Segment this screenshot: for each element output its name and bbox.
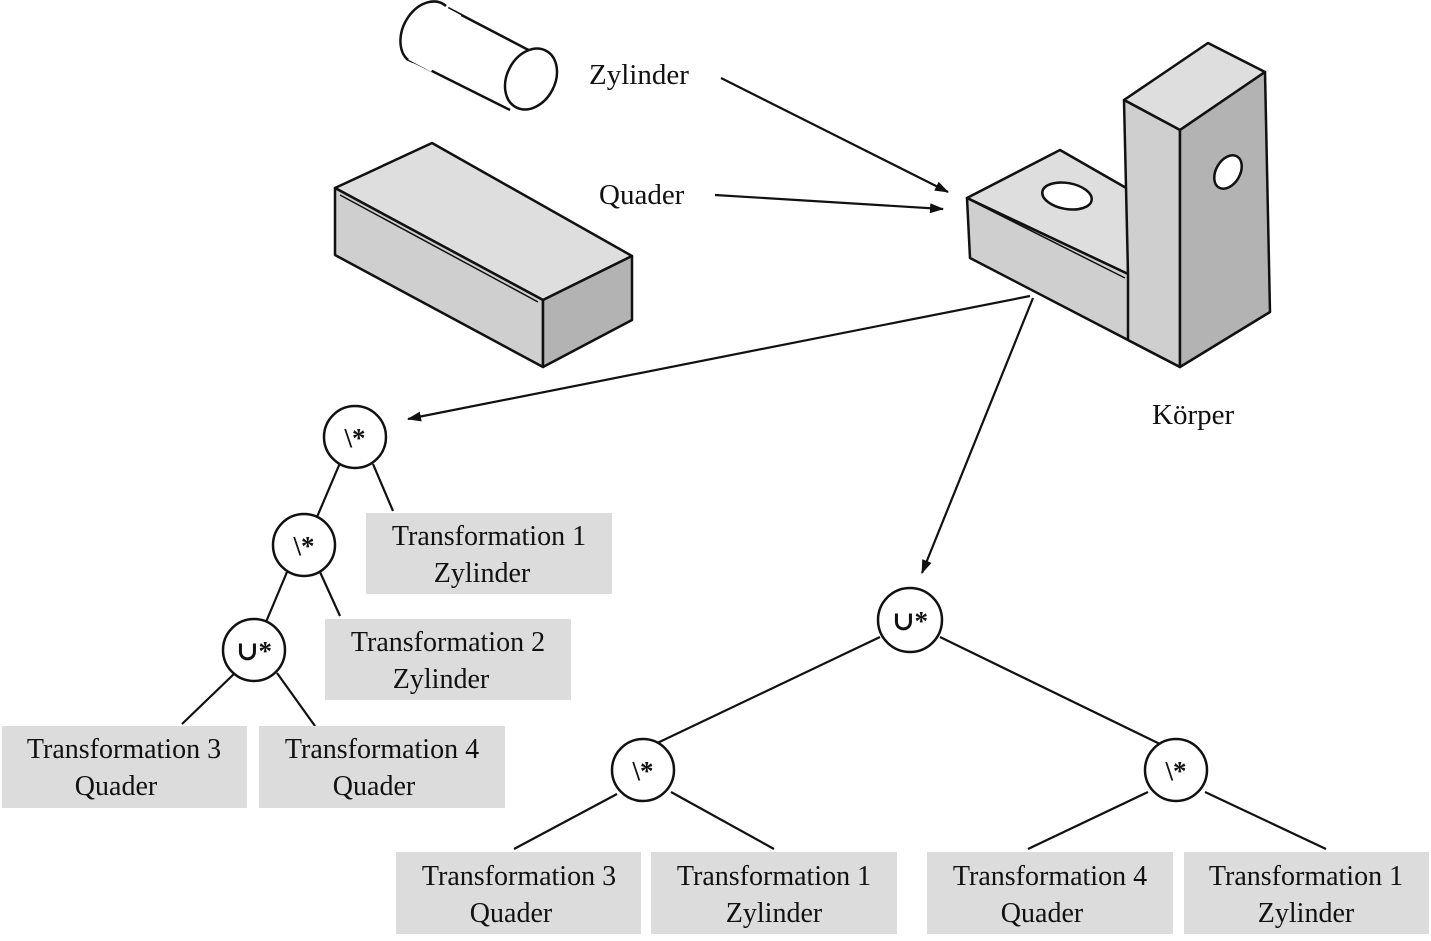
svg-text:Transformation 4: Transformation 4 xyxy=(285,734,479,765)
label-arrows xyxy=(407,77,1035,574)
leaf-r4: Transformation 1 Zylinder xyxy=(1184,852,1429,934)
svg-text:Quader: Quader xyxy=(470,898,553,929)
operator-right-root: ∪* xyxy=(876,586,944,654)
svg-text:Quader: Quader xyxy=(333,771,416,802)
svg-text:\*: \* xyxy=(343,423,365,453)
arrow-right-tree xyxy=(920,297,1035,574)
label-quader: Quader xyxy=(599,179,685,211)
tree-edges xyxy=(181,462,1327,850)
svg-text:\*: \* xyxy=(631,756,653,786)
svg-text:Transformation 2: Transformation 2 xyxy=(351,627,545,658)
operator-left-low: ∪* xyxy=(221,617,287,683)
leaf-l1: Transformation 1 Zylinder xyxy=(366,513,612,594)
operator-left-mid: \* xyxy=(271,512,337,578)
svg-text:Transformation 1: Transformation 1 xyxy=(1209,861,1403,892)
svg-text:\*: \* xyxy=(1164,756,1186,786)
svg-text:Zylinder: Zylinder xyxy=(393,664,490,695)
svg-text:Transformation 4: Transformation 4 xyxy=(953,861,1147,892)
arrow-quader xyxy=(714,193,944,214)
svg-text:∪*: ∪* xyxy=(892,606,928,636)
body-shape xyxy=(965,41,1272,369)
label-koerper: Körper xyxy=(1152,399,1234,431)
arrow-zylinder xyxy=(720,77,949,193)
svg-text:Zylinder: Zylinder xyxy=(726,898,823,929)
leaf-l2: Transformation 2 Zylinder xyxy=(325,619,571,700)
svg-text:∪*: ∪* xyxy=(236,636,272,666)
arrow-left-tree xyxy=(407,294,1031,422)
cylinder-shape xyxy=(386,0,559,112)
svg-text:Quader: Quader xyxy=(75,771,158,802)
svg-text:Transformation 1: Transformation 1 xyxy=(677,861,871,892)
operator-right-left: \* xyxy=(610,737,676,803)
svg-text:Transformation 3: Transformation 3 xyxy=(27,734,221,765)
operator-left-root: \* xyxy=(322,404,388,470)
svg-text:Zylinder: Zylinder xyxy=(434,558,531,589)
leaf-l4: Transformation 4 Quader xyxy=(259,726,505,808)
box-shape xyxy=(333,141,634,369)
operator-right-right: \* xyxy=(1143,737,1209,803)
leaf-r3: Transformation 4 Quader xyxy=(927,852,1173,934)
svg-text:Transformation 1: Transformation 1 xyxy=(392,521,586,552)
leaf-r1: Transformation 3 Quader xyxy=(396,852,641,934)
svg-text:Quader: Quader xyxy=(1001,898,1084,929)
leaf-r2: Transformation 1 Zylinder xyxy=(651,852,897,934)
svg-text:\*: \* xyxy=(292,531,314,561)
svg-text:Zylinder: Zylinder xyxy=(1258,898,1355,929)
label-zylinder: Zylinder xyxy=(589,59,689,91)
leaf-l3: Transformation 3 Quader xyxy=(2,726,247,808)
svg-text:Transformation 3: Transformation 3 xyxy=(422,861,616,892)
